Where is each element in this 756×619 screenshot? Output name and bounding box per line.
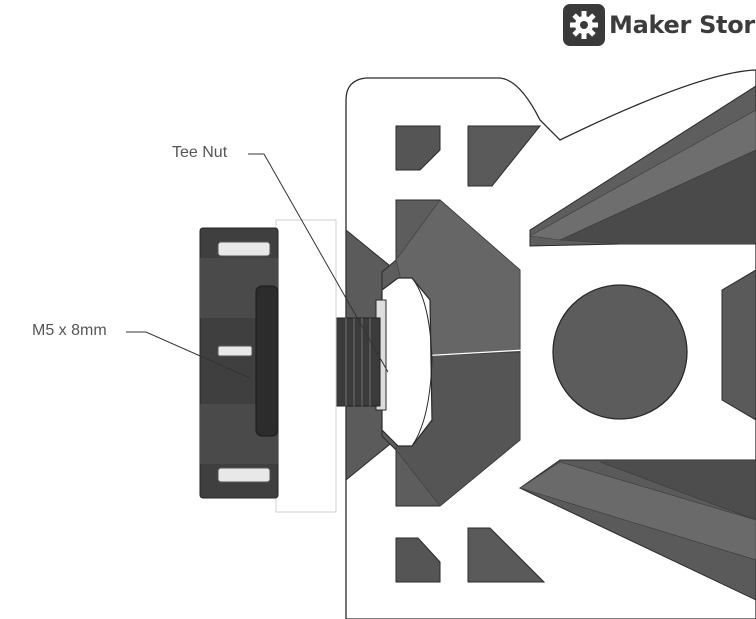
tee-nut-leader [248, 153, 389, 373]
maker-store-logo: Maker Store [563, 4, 756, 46]
thumb-knob [199, 227, 279, 499]
mounting-plate [275, 219, 337, 513]
logo-badge [563, 4, 605, 46]
knob-grip-insert [217, 241, 271, 257]
brand-name: Maker Store [609, 11, 756, 39]
channel-facet [559, 149, 756, 245]
corner-pocket-top-left [395, 125, 441, 171]
center-bore [552, 284, 688, 420]
chamber-rib [419, 349, 525, 357]
aluminum-extrusion-profile [345, 69, 756, 619]
tee-nut [375, 277, 433, 447]
bolt-shank [335, 317, 381, 407]
knob-hub [255, 285, 279, 437]
channel-facet [529, 109, 756, 241]
channel-facet [599, 461, 756, 521]
right-slot-wall [721, 269, 756, 421]
bolt-size-label: M5 x 8mm [32, 322, 107, 339]
tee-nut-face [411, 277, 433, 447]
bolt-thread [335, 317, 381, 407]
corner-pocket-bottom [467, 527, 546, 583]
channel-facet [519, 461, 756, 561]
leader-lines [126, 153, 389, 379]
knob-grip-insert [217, 467, 271, 483]
knob-grip-insert [217, 345, 253, 357]
tee-nut-label: Tee Nut [172, 144, 228, 161]
corner-pocket-top [467, 125, 542, 187]
tee-nut-body [381, 277, 433, 447]
bolt-leader [126, 331, 251, 379]
gear-icon [570, 11, 598, 39]
corner-pocket-bottom-left [395, 537, 441, 583]
